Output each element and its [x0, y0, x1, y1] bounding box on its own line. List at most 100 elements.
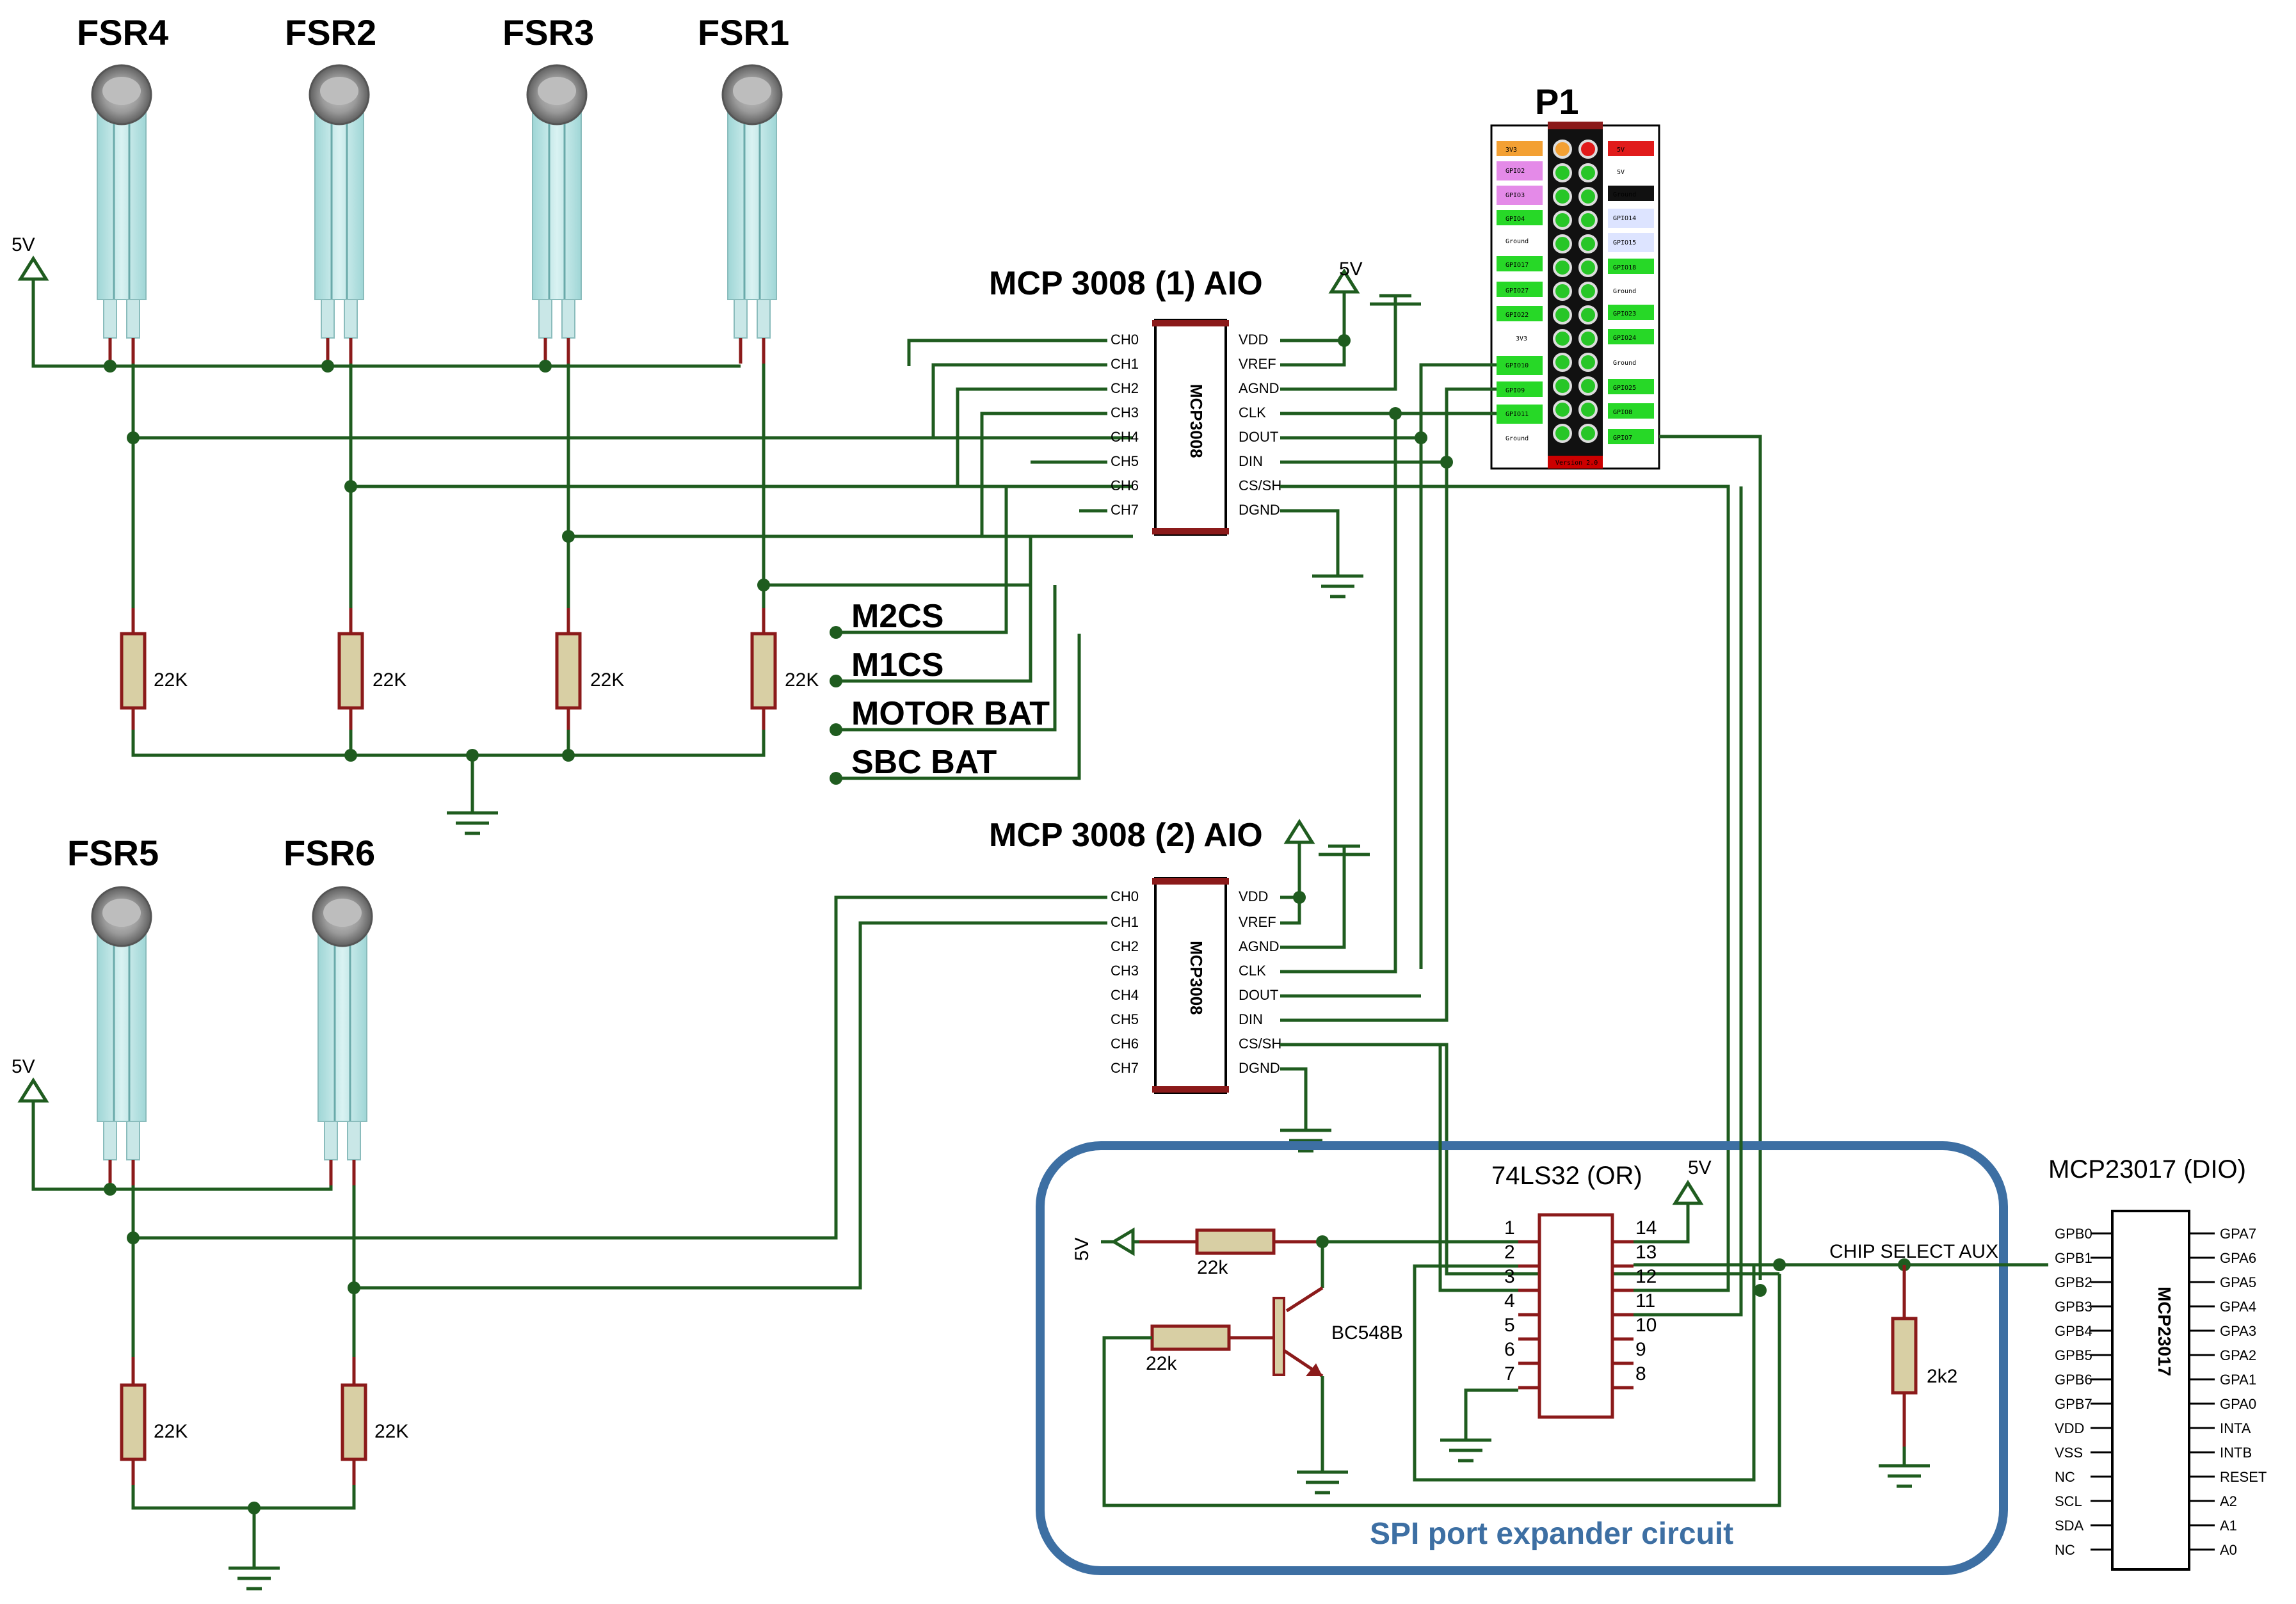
svg-text:6: 6	[1504, 1339, 1515, 1360]
svg-text:CH1: CH1	[1111, 356, 1139, 372]
svg-text:CH4: CH4	[1111, 429, 1139, 445]
svg-text:8: 8	[1635, 1363, 1646, 1384]
resistor-r5	[120, 1357, 147, 1485]
header-pin	[1578, 329, 1598, 348]
header-pin	[1578, 163, 1598, 182]
expander-left-pin: VDD	[2055, 1420, 2084, 1436]
fsr1-label: FSR1	[698, 12, 789, 52]
header-pin	[1553, 424, 1572, 443]
r2k2-value: 2k2	[1927, 1366, 1957, 1387]
svg-text:CH1: CH1	[1111, 914, 1139, 930]
header-pin	[1578, 424, 1598, 443]
svg-text:VREF: VREF	[1239, 356, 1276, 372]
svg-text:3V3: 3V3	[1505, 147, 1517, 154]
gate-5v-label: 5V	[1688, 1157, 1712, 1178]
svg-text:Ground: Ground	[1613, 360, 1636, 367]
svg-text:7: 7	[1504, 1363, 1515, 1384]
svg-text:GPIO27: GPIO27	[1505, 287, 1529, 294]
svg-text:AGND: AGND	[1239, 938, 1280, 954]
gpio-pins	[1553, 140, 1598, 443]
svg-text:CH6: CH6	[1111, 1036, 1139, 1052]
adc1-dgnd	[1312, 557, 1363, 597]
expander-left-pin: GPB6	[2055, 1372, 2092, 1388]
svg-text:Ground: Ground	[1613, 191, 1636, 198]
or-gate-chip	[1518, 1213, 1634, 1419]
adc2-part: MCP3008	[1187, 941, 1206, 1015]
svg-text:CH0: CH0	[1111, 888, 1139, 904]
svg-text:GPIO14: GPIO14	[1613, 215, 1636, 222]
svg-text:GPIO7: GPIO7	[1613, 435, 1632, 442]
fsr3-sensor	[527, 65, 586, 364]
svg-text:DIN: DIN	[1239, 1011, 1263, 1027]
adc1-agnd	[1370, 294, 1421, 320]
header-pin	[1553, 353, 1572, 372]
fsr4-label: FSR4	[77, 12, 168, 52]
motor-bat-label: MOTOR BAT	[851, 695, 1050, 732]
adc2-title: MCP 3008 (2) AIO	[989, 817, 1263, 854]
resistor-r2	[337, 608, 364, 730]
svg-text:CH3: CH3	[1111, 963, 1139, 979]
svg-text:14: 14	[1635, 1217, 1657, 1239]
r6-value: 22K	[374, 1421, 408, 1442]
header-footer: Version 2.0	[1555, 460, 1598, 467]
header-pin	[1553, 282, 1572, 301]
adc1-wires	[907, 317, 1730, 1274]
svg-text:5V: 5V	[1617, 169, 1625, 176]
power-5v-top	[20, 259, 46, 305]
expander-right-pin: GPA5	[2220, 1274, 2256, 1290]
header-pin	[1553, 234, 1572, 253]
gpio-left-labels: 3V3 GPIO2 GPIO3 GPIO4 Ground GPIO17 GPIO…	[1497, 141, 1543, 442]
rb1-value: 22k	[1197, 1257, 1228, 1278]
svg-text:13: 13	[1635, 1242, 1657, 1263]
header-pin	[1553, 187, 1572, 206]
fsr6-sensor	[313, 887, 372, 1185]
svg-text:GPIO3: GPIO3	[1505, 192, 1525, 199]
expander-left-pin: GPB4	[2055, 1323, 2092, 1339]
header-pin	[1553, 211, 1572, 230]
svg-text:CH6: CH6	[1111, 477, 1139, 493]
header-pin	[1578, 376, 1598, 396]
svg-text:CS/SH: CS/SH	[1239, 1036, 1281, 1052]
expander-right-pin: GPA1	[2220, 1372, 2256, 1388]
expander-right-pin: INTB	[2220, 1445, 2252, 1461]
m2cs-label: M2CS	[851, 598, 943, 635]
svg-text:9: 9	[1635, 1339, 1646, 1360]
r1-value: 22K	[154, 670, 188, 691]
adc1-pin-labels: CH0 CH1 CH2 CH3 CH4 CH5 CH6 CH7 VDD VREF…	[1111, 332, 1281, 518]
expander-left-pin: GPB7	[2055, 1396, 2092, 1412]
gpio-right-labels: 5V 5V Ground GPIO14 GPIO15 GPIO18 Ground…	[1608, 141, 1654, 444]
svg-text:VDD: VDD	[1239, 888, 1268, 904]
r3-value: 22K	[590, 670, 624, 691]
fsr2-sensor	[310, 65, 369, 364]
expander-right-pin: GPA3	[2220, 1323, 2256, 1339]
expander-right-pin: A0	[2220, 1542, 2237, 1558]
ground-row1	[447, 794, 498, 833]
svg-text:CLK: CLK	[1239, 405, 1266, 421]
svg-text:CLK: CLK	[1239, 963, 1266, 979]
adc1-5v-label: 5V	[1339, 259, 1363, 280]
transistor-circuit: 5V 22k 22k BC548B	[1072, 1227, 1781, 1507]
expander-left-pin: GPB0	[2055, 1226, 2092, 1242]
header-pin	[1553, 163, 1572, 182]
fsr2-label: FSR2	[285, 12, 376, 52]
svg-text:CH2: CH2	[1111, 380, 1139, 396]
expander-right-pin: GPA6	[2220, 1250, 2256, 1266]
power-5v-top-label: 5V	[12, 234, 35, 255]
sbc-bat-label: SBC BAT	[851, 744, 997, 781]
svg-text:DOUT: DOUT	[1239, 429, 1278, 445]
header-pin	[1553, 305, 1572, 325]
svg-text:12: 12	[1635, 1266, 1657, 1287]
svg-text:GPIO17: GPIO17	[1505, 262, 1529, 269]
r4-value: 22K	[785, 670, 819, 691]
header-pin	[1578, 353, 1598, 372]
header-pin	[1553, 140, 1572, 159]
svg-text:GPIO9: GPIO9	[1505, 387, 1525, 394]
svg-text:DOUT: DOUT	[1239, 987, 1278, 1003]
gate-title: 74LS32 (OR)	[1491, 1162, 1642, 1190]
svg-text:GPIO4: GPIO4	[1505, 216, 1525, 223]
fsr-row2-wires	[31, 895, 1107, 1549]
svg-text:Ground: Ground	[1505, 435, 1529, 442]
svg-text:Ground: Ground	[1505, 238, 1529, 245]
resistor-r3	[555, 608, 582, 730]
